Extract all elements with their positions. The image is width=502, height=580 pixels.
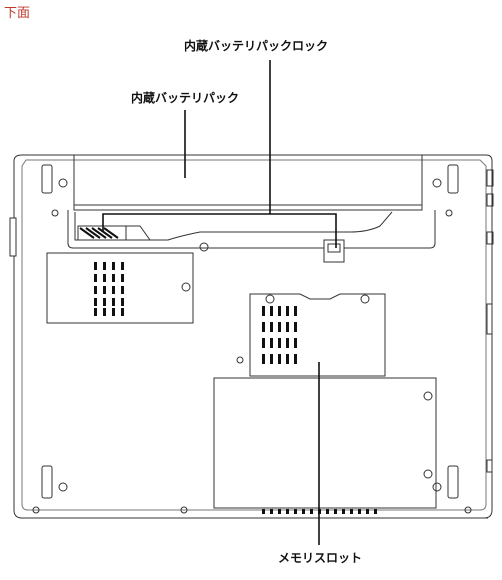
side-port-right-5 (486, 459, 493, 473)
screw-bottom-left (32, 506, 40, 514)
battery-pack-label: 内蔵バッテリパック (131, 91, 240, 105)
screw-hdd-2 (423, 469, 433, 479)
screw-battery-center (199, 242, 209, 252)
screw-mem-bl (236, 356, 244, 364)
battery-pack-lock-label: 内蔵バッテリパックロック (184, 39, 329, 53)
battery-bay (67, 210, 436, 249)
foot-circle-tr (432, 178, 442, 188)
left-vent-panel (46, 252, 194, 324)
page-title: 下面 (4, 6, 31, 21)
battery-lock-latch (323, 239, 345, 263)
rubber-foot-top-right (447, 164, 459, 194)
bottom-vent-slots (262, 509, 377, 514)
leader-battery-lock-branches (102, 213, 337, 248)
side-port-right-1 (486, 169, 494, 187)
battery-lock-slider (77, 225, 127, 241)
screw-mem-tl (265, 294, 275, 304)
side-port-left (9, 217, 17, 257)
foot-circle-tl (58, 178, 68, 188)
side-port-right-4 (486, 303, 493, 335)
foot-circle-br (432, 482, 442, 492)
left-vent-slots (94, 262, 124, 316)
battery-pack (73, 154, 423, 211)
laptop-body-inner-outline (21, 159, 487, 511)
screw-hdd-1 (423, 391, 433, 401)
battery-lock-latch-inner (327, 243, 341, 253)
foot-circle-bl (58, 482, 68, 492)
screw-bottom-right (464, 506, 472, 514)
screw-mem-tr (360, 294, 370, 304)
side-port-right-2 (486, 193, 494, 207)
rubber-foot-top-left (41, 164, 53, 194)
laptop-body-outline (13, 154, 493, 519)
rubber-foot-bottom-right (447, 465, 459, 499)
battery-latch-contour (74, 211, 393, 241)
battery-lock-notch (126, 225, 151, 241)
memory-cover (249, 293, 386, 377)
memory-slot-label: メモリスロット (278, 551, 363, 565)
screw-bottom-mid (180, 506, 188, 514)
screw-left-vent (181, 282, 191, 292)
screw-left-1 (51, 209, 59, 217)
screw-right-1 (445, 209, 453, 217)
side-port-right-3 (486, 231, 494, 245)
hdd-cover (213, 377, 437, 509)
rubber-foot-bottom-left (41, 465, 53, 499)
memory-vent-slots (262, 306, 297, 364)
battery-lock-stripes (79, 227, 119, 239)
